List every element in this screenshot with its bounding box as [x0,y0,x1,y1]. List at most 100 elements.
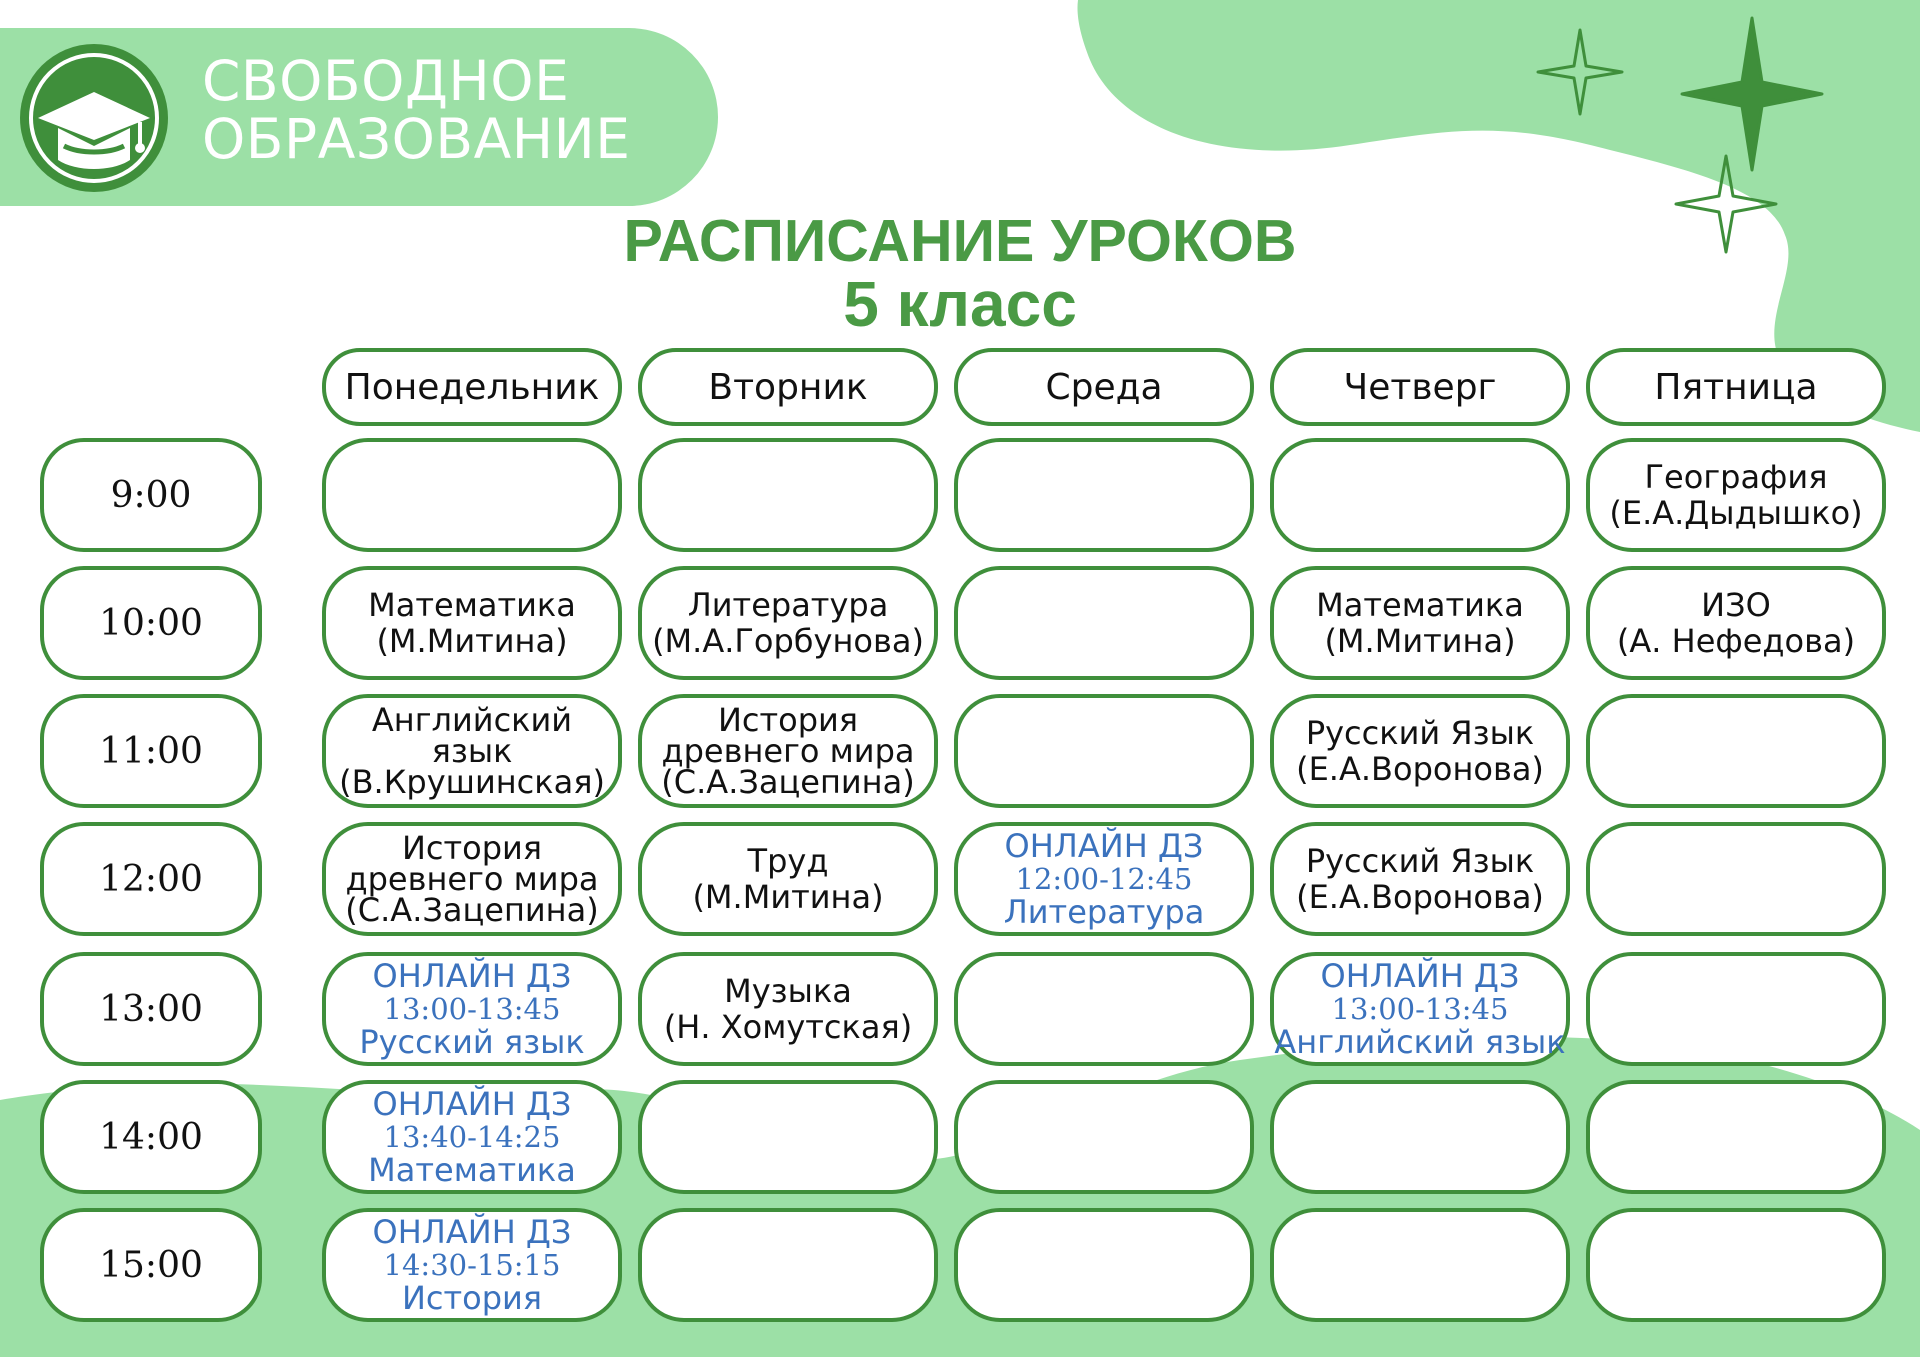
lesson-title: Литература [687,586,889,624]
time-slot-2: 10:00 [40,566,262,680]
lesson-cell: Литература(М.А.Горбунова) [638,566,938,680]
empty-lesson-cell [322,438,622,552]
lesson-title: Математика [368,586,576,624]
brand-line-2: ОБРАЗОВАНИЕ [202,107,631,171]
empty-lesson-cell [1270,438,1570,552]
lesson-detail: (М.Митина) [376,622,568,660]
day-header-2: Вторник [638,348,938,426]
time-slot-6: 14:00 [40,1080,262,1194]
day-header-4: Четверг [1270,348,1570,426]
empty-lesson-cell [954,694,1254,808]
lesson-detail: древнего мира [345,859,599,898]
lesson-title: Английский [371,700,573,739]
empty-lesson-cell [954,566,1254,680]
lesson-cell: Музыка(Н. Хомутская) [638,952,938,1066]
lesson-detail: (М.Митина) [1324,622,1516,660]
lesson-title: Русский Язык [1305,714,1535,752]
lesson-detail: 12:00-12:45 [1015,861,1193,896]
graduation-cap-icon [20,44,168,192]
lesson-title: ОНЛАЙН ДЗ [372,1084,572,1123]
lesson-detail: (М.А.Горбунова) [652,622,924,660]
sparkle-medium-icon [1674,154,1778,254]
sparkle-icons [1536,16,1824,254]
empty-lesson-cell [1586,1208,1886,1322]
lesson-detail: История [401,1278,543,1317]
lesson-detail: древнего мира [661,731,915,770]
lesson-detail: (Н. Хомутская) [663,1008,913,1046]
lesson-detail: язык [431,731,513,770]
day-header-3: Среда [954,348,1254,426]
lesson-title: История [401,828,543,867]
sparkle-small-icon [1536,28,1624,116]
time-slot-4: 12:00 [40,822,262,936]
lesson-cell: Математика(М.Митина) [1270,566,1570,680]
empty-lesson-cell [1586,822,1886,936]
time-slot-7: 15:00 [40,1208,262,1322]
lesson-detail: (Е.А.Дыдышко) [1609,494,1863,532]
empty-lesson-cell [638,1208,938,1322]
lesson-detail: 14:30-15:15 [383,1247,561,1282]
lesson-detail: (А. Нефедова) [1616,622,1856,660]
lesson-detail: (С.А.Зацепина) [345,890,599,929]
lesson-detail: Математика [368,1150,576,1189]
lesson-detail: (М.Митина) [692,878,884,916]
lesson-cell: Математика(М.Митина) [322,566,622,680]
empty-lesson-cell [1586,694,1886,808]
page-title: РАСПИСАНИЕ УРОКОВ [623,208,1297,274]
lesson-detail: Литература [1003,892,1205,931]
lesson-title: ИЗО [1701,586,1771,624]
lesson-title: ОНЛАЙН ДЗ [372,1212,572,1251]
lesson-title: ОНЛАЙН ДЗ [1320,956,1520,995]
lesson-detail: (Е.А.Воронова) [1296,750,1544,788]
lesson-title: Труд [747,842,829,880]
empty-lesson-cell [954,1208,1254,1322]
empty-lesson-cell [954,1080,1254,1194]
lesson-cell: Русский Язык(Е.А.Воронова) [1270,694,1570,808]
time-slot-5: 13:00 [40,952,262,1066]
lesson-detail: Английский язык [1274,1022,1566,1061]
day-header-1: Понедельник [322,348,622,426]
sparkle-large-icon [1680,16,1824,172]
empty-lesson-cell [1586,952,1886,1066]
empty-lesson-cell [638,1080,938,1194]
lesson-title: ОНЛАЙН ДЗ [372,956,572,995]
brand-line-1: СВОБОДНОЕ [202,49,570,113]
empty-lesson-cell [1270,1208,1570,1322]
lesson-title: Математика [1316,586,1524,624]
top-right-blob [1077,0,1920,432]
brand-name: СВОБОДНОЕ ОБРАЗОВАНИЕ [202,52,630,168]
empty-lesson-cell [1270,1080,1570,1194]
time-slot-1: 9:00 [40,438,262,552]
lesson-detail: 13:00-13:45 [383,991,561,1026]
lesson-detail: (В.Крушинская) [339,762,605,801]
day-header-5: Пятница [1586,348,1886,426]
lesson-cell: Русский Язык(Е.А.Воронова) [1270,822,1570,936]
lesson-detail: (Е.А.Воронова) [1296,878,1544,916]
lesson-title: ОНЛАЙН ДЗ [1004,826,1204,865]
lesson-cell: География(Е.А.Дыдышко) [1586,438,1886,552]
empty-lesson-cell [954,952,1254,1066]
empty-lesson-cell [1586,1080,1886,1194]
lesson-detail: Русский язык [359,1022,585,1061]
lesson-cell: Труд(М.Митина) [638,822,938,936]
time-slot-3: 11:00 [40,694,262,808]
empty-lesson-cell [954,438,1254,552]
page-subtitle: 5 класс [843,268,1077,340]
lesson-cell: ИЗО(А. Нефедова) [1586,566,1886,680]
lesson-title: История [717,700,859,739]
lesson-detail: (С.А.Зацепина) [661,762,915,801]
lesson-detail: 13:00-13:45 [1331,991,1509,1026]
empty-lesson-cell [638,438,938,552]
lesson-detail: 13:40-14:25 [383,1119,561,1154]
lesson-title: Музыка [724,972,852,1010]
lesson-title: Русский Язык [1305,842,1535,880]
lesson-title: География [1644,458,1828,496]
